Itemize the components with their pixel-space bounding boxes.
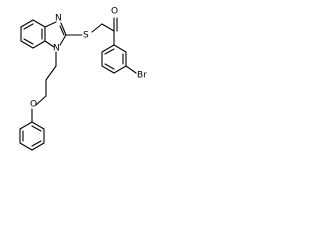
bromophenyl-ring — [101, 30, 137, 74]
imidazole-ring — [44, 21, 67, 48]
phenoxy-ring — [19, 108, 45, 151]
atom-label-sulfur: S — [83, 31, 89, 41]
atom-label-carbonyl-oxygen: O — [111, 7, 118, 17]
chemical-structure-diagram: O S N N O Br — [19, 7, 147, 151]
carbonyl-group — [113, 17, 118, 32]
ethoxy-linker — [35, 51, 57, 106]
atom-labels: O S N N O Br — [30, 7, 147, 110]
benzo-ring — [20, 19, 46, 49]
atom-label-substituted-nitrogen: N — [53, 44, 60, 54]
atom-label-ether-oxygen: O — [30, 100, 37, 110]
atom-label-bromine: Br — [137, 71, 147, 81]
atom-label-imidazole-nitrogen: N — [55, 14, 62, 24]
thioether-linker — [65, 23, 115, 36]
